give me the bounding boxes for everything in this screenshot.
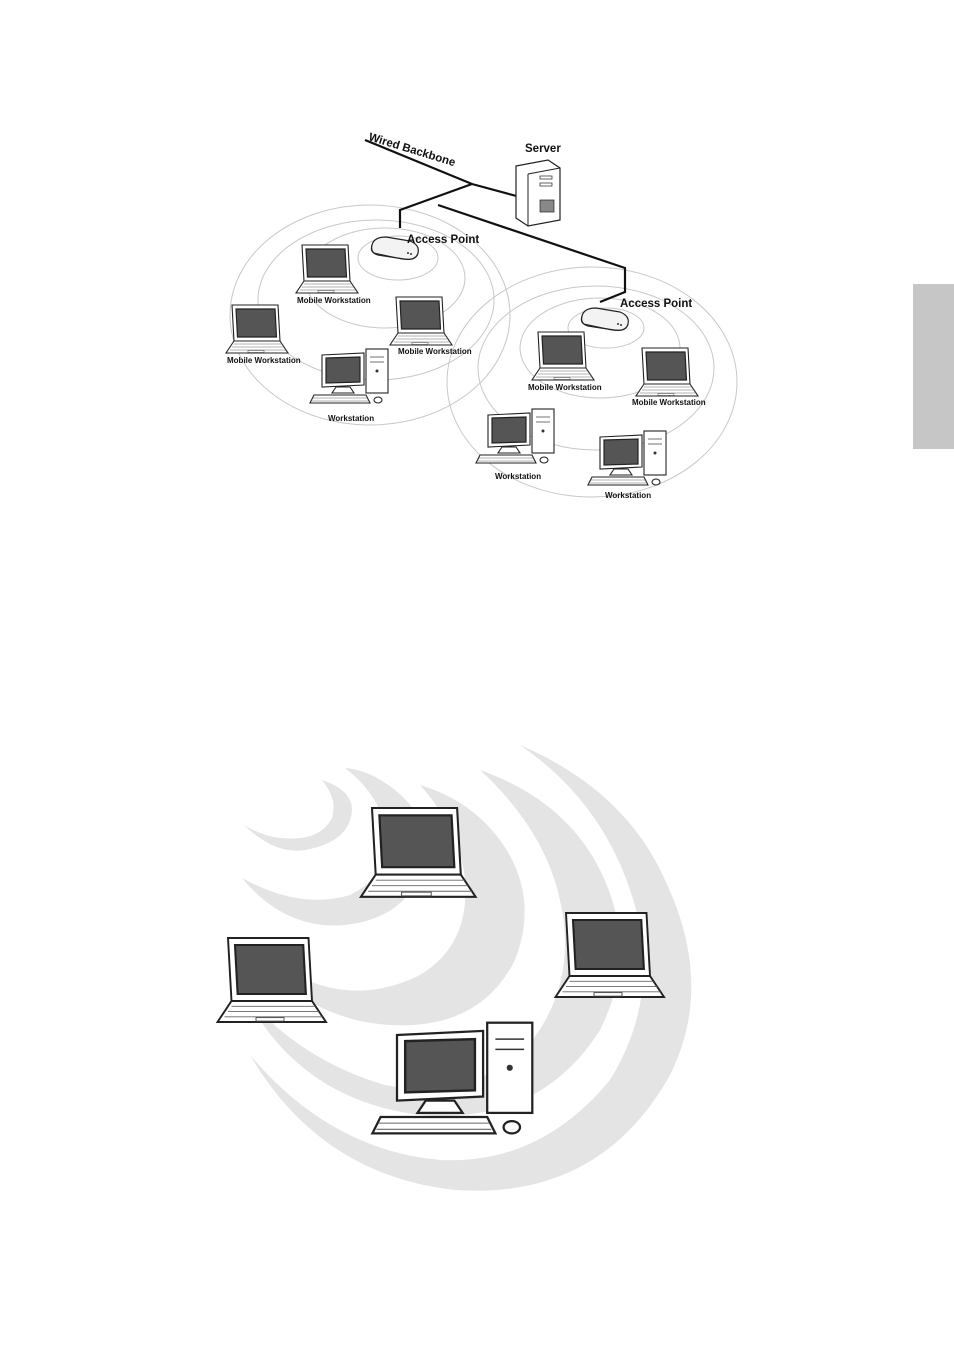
laptop-icon <box>296 245 358 293</box>
laptop-icon <box>556 913 665 997</box>
laptop-icon <box>226 305 288 353</box>
device-label: Mobile Workstation <box>227 356 301 365</box>
device-label: Workstation <box>605 491 651 500</box>
desktop-computer-icon <box>310 349 388 403</box>
laptop-icon <box>636 348 698 396</box>
server-label: Server <box>525 143 561 155</box>
laptop-icon <box>218 938 327 1022</box>
device-label: Mobile Workstation <box>398 347 472 356</box>
infrastructure-diagram: Wired Backbone Server Access Point Acces… <box>226 131 737 500</box>
desktop-computer-icon <box>476 409 554 463</box>
device-label: Workstation <box>495 472 541 481</box>
laptop-icon <box>390 297 452 345</box>
desktop-computer-icon <box>372 1023 532 1134</box>
access-point-label: Access Point <box>620 298 692 310</box>
ad-hoc-diagram <box>218 745 692 1191</box>
device-label: Mobile Workstation <box>528 383 602 392</box>
laptop-icon <box>532 332 594 380</box>
device-label: Mobile Workstation <box>632 398 706 407</box>
backbone-label: Wired Backbone <box>367 131 457 169</box>
laptop-icon <box>361 808 476 897</box>
server-icon <box>516 160 560 226</box>
access-point-icon <box>581 308 628 330</box>
device-label: Mobile Workstation <box>297 296 371 305</box>
device-label: Workstation <box>328 414 374 423</box>
access-point-label: Access Point <box>407 234 479 246</box>
wired-backbone-line <box>365 140 625 302</box>
desktop-computer-icon <box>588 431 666 485</box>
